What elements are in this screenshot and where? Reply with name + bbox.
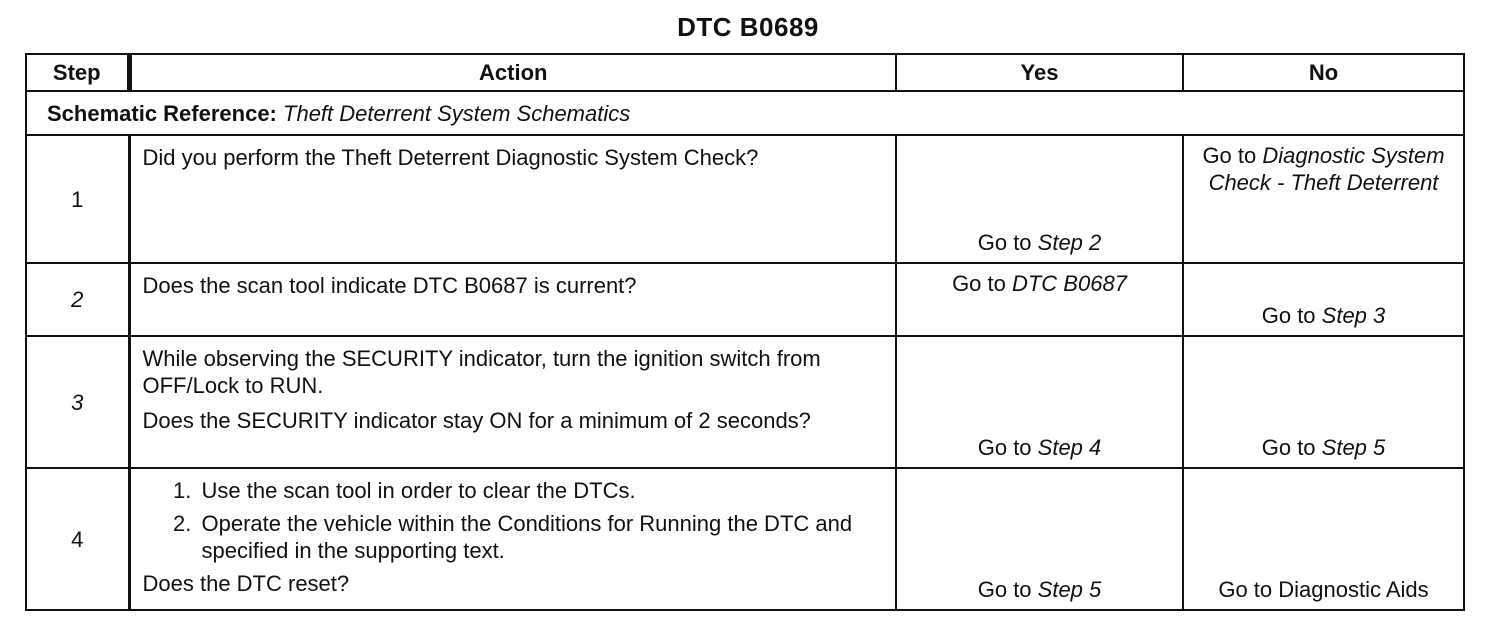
yes-link[interactable]: DTC B0687 [1011, 271, 1127, 296]
no-link[interactable]: Step 5 [1321, 435, 1386, 460]
no-prefix: Go to [1261, 303, 1322, 328]
table-row: 1 Did you perform the Theft Deterrent Di… [25, 134, 1465, 264]
action-cell: Did you perform the Theft Deterrent Diag… [128, 134, 897, 264]
no-prefix: Go to [1202, 143, 1263, 168]
step-number: 2 [25, 262, 131, 337]
action-cell: While observing the SECURITY indicator, … [128, 335, 897, 469]
list-item: Use the scan tool in order to clear the … [198, 477, 886, 504]
schematic-reference-label: Schematic Reference: [47, 100, 277, 126]
yes-cell: Go to Step 5 [895, 467, 1184, 611]
no-prefix: Go to [1261, 435, 1322, 460]
yes-link[interactable]: Step 2 [1037, 230, 1102, 255]
no-cell: Go to Step 5 [1182, 335, 1465, 469]
no-cell: Go to Step 3 [1182, 262, 1465, 337]
column-header-action: Action [128, 53, 897, 92]
yes-cell: Go to DTC B0687 [895, 262, 1184, 337]
no-link[interactable]: Step 3 [1321, 303, 1386, 328]
column-header-yes: Yes [895, 53, 1184, 92]
table-row: 4 Use the scan tool in order to clear th… [25, 467, 1465, 611]
column-header-step: Step [25, 53, 132, 92]
schematic-reference-row: Schematic Reference: Theft Deterrent Sys… [25, 90, 1465, 136]
page-title: DTC B0689 [677, 12, 819, 42]
yes-link[interactable]: Step 4 [1037, 435, 1102, 460]
action-question: Does the DTC reset? [142, 571, 350, 596]
no-link[interactable]: Diagnostic System Check - Theft Deterren… [1208, 143, 1445, 195]
action-text: Does the scan tool indicate DTC B0687 is… [142, 273, 637, 298]
yes-prefix: Go to [952, 271, 1012, 296]
no-cell: Go to Diagnostic Aids [1182, 467, 1465, 611]
step-number: 3 [25, 335, 131, 469]
no-cell: Go to Diagnostic System Check - Theft De… [1182, 134, 1465, 264]
action-text: While observing the SECURITY indicator, … [142, 346, 821, 398]
yes-cell: Go to Step 2 [895, 134, 1184, 264]
schematic-reference-link[interactable]: Theft Deterrent System Schematics [283, 100, 631, 126]
step-number: 1 [25, 134, 131, 264]
table-row: 2 Does the scan tool indicate DTC B0687 … [25, 262, 1465, 337]
yes-prefix: Go to [977, 230, 1038, 255]
no-text[interactable]: Go to Diagnostic Aids [1218, 577, 1429, 602]
schematic-reference: Schematic Reference: Theft Deterrent Sys… [25, 90, 1465, 136]
table-header-row: Step Action Yes No [25, 53, 1465, 92]
action-steps-list: Use the scan tool in order to clear the … [143, 477, 886, 564]
action-cell: Use the scan tool in order to clear the … [128, 467, 897, 611]
action-text: Did you perform the Theft Deterrent Diag… [142, 145, 759, 170]
dtc-table: Step Action Yes No Schematic Reference: … [25, 53, 1465, 611]
yes-link[interactable]: Step 5 [1037, 577, 1102, 602]
yes-prefix: Go to [977, 435, 1038, 460]
table-row: 3 While observing the SECURITY indicator… [25, 335, 1465, 469]
list-item: Operate the vehicle within the Condition… [198, 510, 886, 564]
yes-prefix: Go to [977, 577, 1038, 602]
yes-cell: Go to Step 4 [895, 335, 1184, 469]
action-question: Does the SECURITY indicator stay ON for … [142, 408, 811, 433]
step-number: 4 [25, 467, 131, 611]
action-cell: Does the scan tool indicate DTC B0687 is… [128, 262, 897, 337]
column-header-no: No [1182, 53, 1465, 92]
